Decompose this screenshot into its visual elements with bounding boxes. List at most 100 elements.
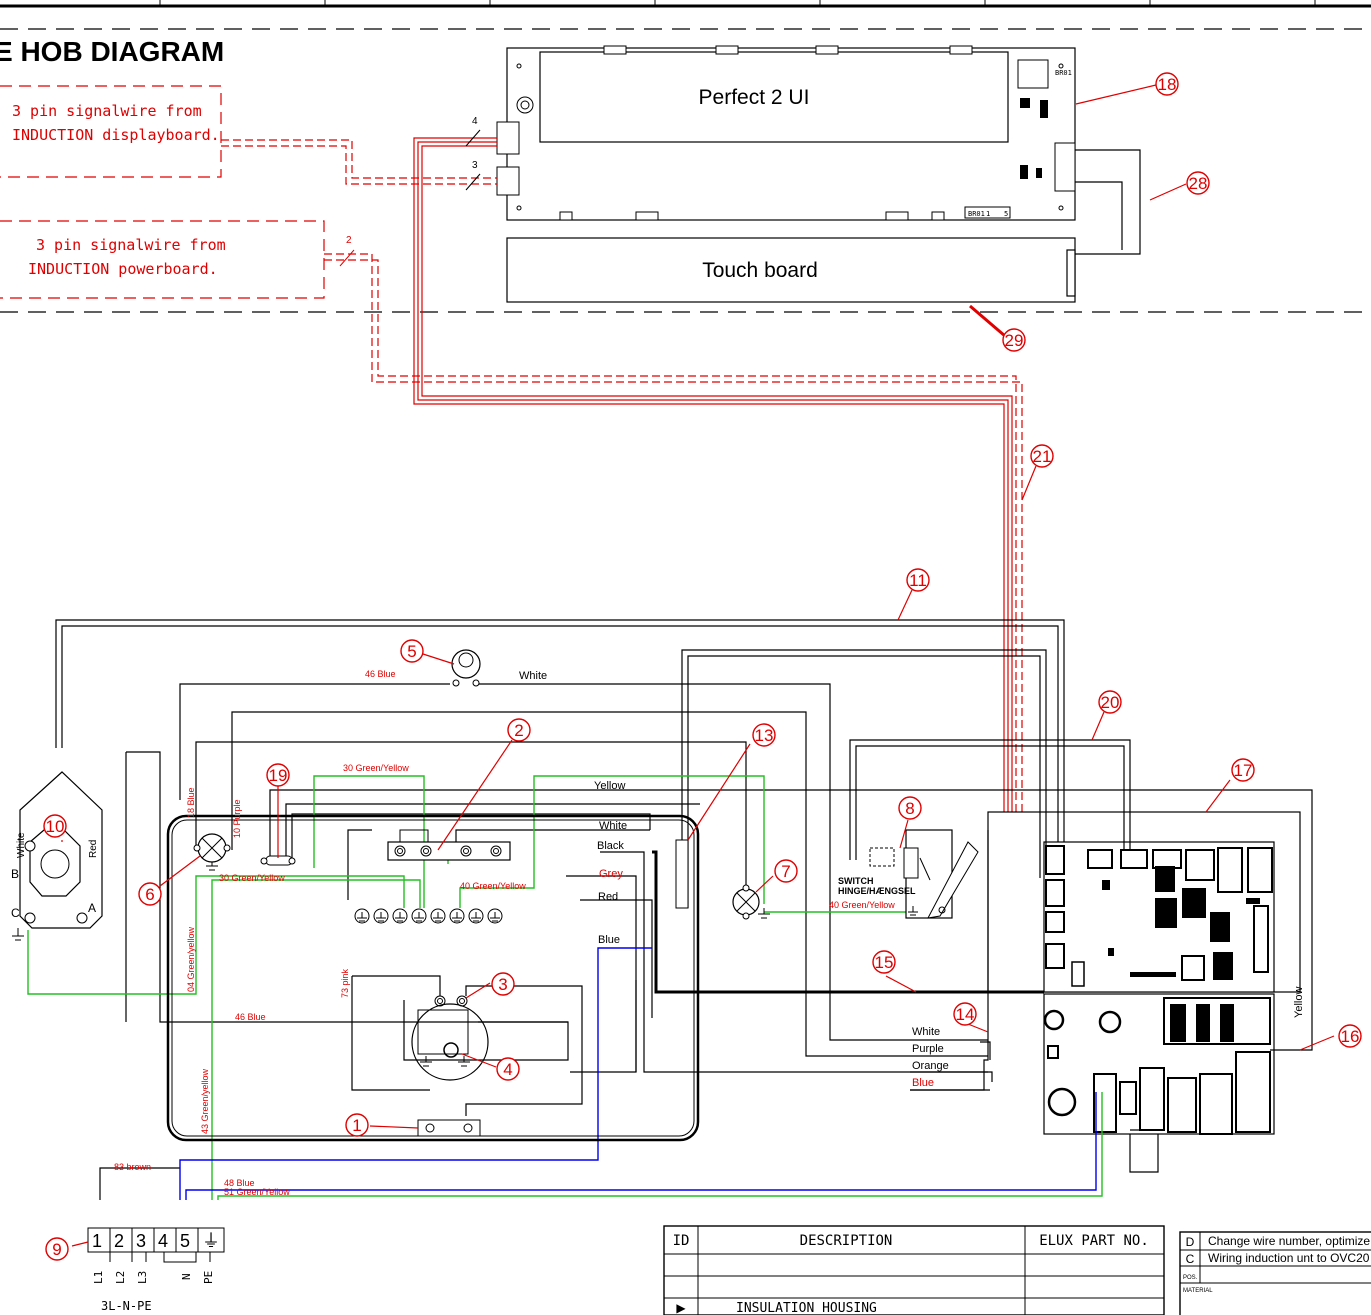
terminal-label-l2: L2	[114, 1271, 127, 1284]
ui-code-4: 5	[1004, 210, 1008, 218]
svg-text:20: 20	[1101, 693, 1120, 712]
wire-40-gy-b: 40 Green/Yellow	[829, 900, 895, 910]
terminal-strip-2	[387, 841, 511, 861]
parts-header-id: ID	[673, 1233, 690, 1249]
wire-yellow: Yellow	[594, 780, 625, 792]
svg-text:13: 13	[755, 726, 774, 745]
wire-10-purple: 10 Purple	[232, 799, 242, 838]
wire-48-blue: 48 Blue	[224, 1178, 255, 1188]
callout-9: 9	[45, 1237, 69, 1261]
motor-wire-white: White	[16, 832, 27, 858]
fan-enclosure	[166, 814, 700, 1142]
power-board	[987, 811, 1301, 1135]
parts-row-3-description: INSULATION HOUSING	[736, 1301, 877, 1315]
callout-15: 15	[872, 950, 896, 974]
wire-purple-bot: Purple	[912, 1043, 944, 1055]
ui-code-1: BR01	[968, 210, 985, 218]
wire-46-blue-top: 46 Blue	[365, 669, 396, 679]
wire-73-pink: 73 pink	[340, 968, 350, 998]
wire-white-bot: White	[912, 1026, 940, 1038]
callout-19: 19	[266, 763, 290, 787]
fan-motor	[411, 995, 489, 1081]
callout-6: 6	[138, 882, 162, 906]
wire-red: Red	[598, 891, 618, 903]
wire-04-gy: 04 Green/yellow	[186, 926, 196, 992]
svg-text:11: 11	[909, 571, 927, 590]
revision-d-text: Change wire number, optimize	[1208, 1234, 1370, 1248]
power-note-line2: INDUCTION powerboard.	[28, 260, 218, 278]
svg-text:19: 19	[269, 766, 288, 785]
svg-text:2: 2	[514, 721, 523, 740]
callout-7: 7	[774, 859, 798, 883]
parts-header-part: ELUX PART NO.	[1039, 1233, 1149, 1249]
revision-c-letter: C	[1186, 1252, 1195, 1266]
svg-text:4: 4	[503, 1060, 512, 1079]
wire-white-top: White	[519, 670, 547, 682]
callout-5: 5	[400, 639, 424, 663]
power-note-line1: 3 pin signalwire from	[36, 236, 226, 254]
terminal-3: 3	[136, 1231, 146, 1251]
wire-83-brown: 83 brown	[114, 1162, 151, 1172]
svg-text:29: 29	[1005, 331, 1024, 350]
wire-51-gy: 51 Green/Yellow	[224, 1187, 290, 1197]
svg-text:16: 16	[1341, 1027, 1360, 1046]
display-note-line1: 3 pin signalwire from	[12, 102, 202, 120]
callout-28: 28	[1186, 171, 1210, 195]
motor-terminal-c: C	[11, 906, 20, 920]
svg-text:8: 8	[905, 799, 914, 818]
revision-table: D Change wire number, optimize C Wiring …	[1179, 1231, 1371, 1315]
component-5	[451, 649, 481, 687]
hinge-switch-8	[869, 829, 979, 919]
wire-30-gy-b: 30 Green/Yellow	[219, 873, 285, 883]
wire-white-mid: White	[599, 820, 627, 832]
wire-grey: Grey	[599, 868, 623, 880]
callout-leaders	[61, 84, 1335, 1247]
sensor-13	[675, 839, 689, 909]
callout-18: 18	[1155, 72, 1179, 96]
component-1	[417, 1119, 481, 1137]
touch-board: Touch board	[506, 237, 1076, 303]
terminal-pe: ⏚	[202, 1231, 220, 1251]
ground-bus	[354, 908, 503, 924]
parts-row-3-id: ▶	[676, 1301, 686, 1315]
ribbon-28-inner	[1075, 181, 1123, 250]
wire-black: Black	[597, 840, 624, 852]
terminal-1: 1	[92, 1231, 102, 1251]
callout-1: 1	[345, 1113, 369, 1137]
parts-table: ID DESCRIPTION ELUX PART NO. ▶ INSULATIO…	[663, 1225, 1165, 1315]
pin-count-2: 3	[472, 160, 478, 171]
wire-46-blue-bot: 46 Blue	[235, 1012, 266, 1022]
motor-terminal-a: A	[88, 901, 96, 915]
svg-text:1: 1	[352, 1116, 361, 1135]
supply-label: 3L-N-PE	[101, 1299, 152, 1313]
power-signal-note: 3 pin signalwire from INDUCTION powerboa…	[0, 220, 325, 299]
callout-11: 11	[906, 568, 930, 592]
revision-d-letter: D	[1186, 1235, 1195, 1249]
display-signal-note: 3 pin signalwire from INDUCTION displayb…	[0, 85, 222, 178]
svg-text:5: 5	[407, 642, 416, 661]
svg-text:18: 18	[1158, 75, 1177, 94]
touch-board-label: Touch board	[702, 259, 818, 282]
callout-8: 8	[898, 796, 922, 820]
callout-10: 10	[43, 814, 67, 838]
wire-43-gy: 43 Green/yellow	[200, 1068, 210, 1134]
motor-terminal-b: B	[11, 867, 19, 881]
revision-pos-label: POS.	[1183, 1275, 1198, 1281]
svg-text:9: 9	[52, 1240, 61, 1259]
wire-18-blue: 18 Blue	[186, 787, 196, 818]
terminal-label-l1: L1	[92, 1271, 105, 1284]
terminal-label-n: N	[180, 1273, 193, 1280]
mains-terminal-block	[87, 1227, 225, 1263]
lamp-7	[732, 884, 770, 920]
terminal-label-l3: L3	[136, 1271, 149, 1284]
ui-board-label: Perfect 2 UI	[699, 86, 810, 109]
wire-yellow-right: Yellow	[1293, 987, 1305, 1018]
svg-text:10: 10	[46, 817, 65, 836]
callout-21: 21	[1030, 444, 1054, 468]
callout-13: 13	[752, 723, 776, 747]
svg-text:28: 28	[1189, 174, 1208, 193]
terminal-label-pe: PE	[202, 1271, 215, 1284]
wire-30-gy-a: 30 Green/Yellow	[343, 763, 409, 773]
switch-label-1: SWITCH	[838, 876, 874, 886]
svg-text:7: 7	[781, 862, 790, 881]
